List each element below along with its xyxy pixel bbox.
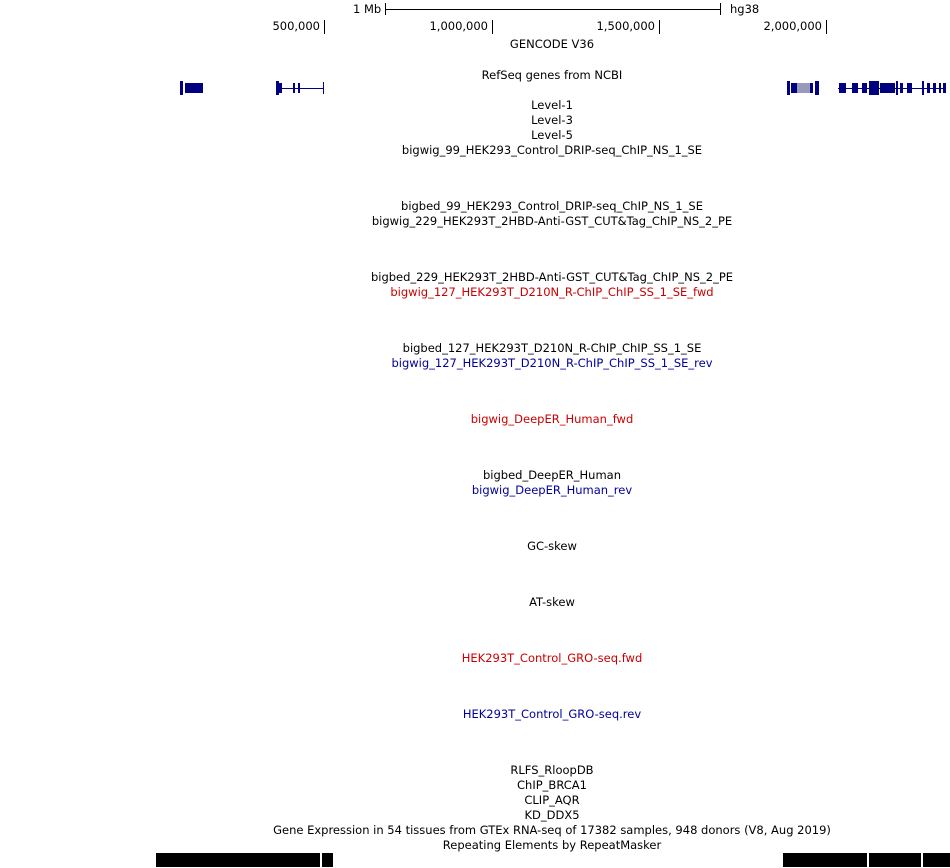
track-level-1[interactable]: Level-1: [531, 98, 573, 112]
tick-label-2000000: 2,000,000: [763, 19, 822, 33]
track-bigwig-229-cuttag[interactable]: bigwig_229_HEK293T_2HBD-Anti-GST_CUT&Tag…: [371, 214, 733, 228]
track-repeatmasker[interactable]: Repeating Elements by RepeatMasker: [442, 838, 662, 852]
track-clip-aqr[interactable]: CLIP_AQR: [524, 793, 580, 807]
gene-feature[interactable]: [185, 83, 203, 93]
assembly-label: hg38: [730, 2, 760, 16]
gene-feature[interactable]: [791, 83, 797, 93]
tick-label-1500000: 1,500,000: [596, 19, 655, 33]
gene-feature[interactable]: [939, 83, 941, 93]
track-gtex[interactable]: Gene Expression in 54 tissues from GTEx …: [273, 823, 831, 837]
gene-feature[interactable]: [927, 83, 930, 93]
tick-label-1000000: 1,000,000: [429, 19, 488, 33]
track-bigwig-deeper-fwd[interactable]: bigwig_DeepER_Human_fwd: [470, 412, 634, 426]
gene-feature[interactable]: [896, 81, 898, 95]
gene-feature[interactable]: [787, 81, 790, 95]
gene-feature[interactable]: [293, 83, 295, 93]
gene-feature[interactable]: [862, 83, 867, 93]
track-bigwig-127-rchip-fwd[interactable]: bigwig_127_HEK293T_D210N_R-ChIP_ChIP_SS_…: [390, 285, 714, 299]
gene-feature[interactable]: [880, 83, 895, 93]
track-groseq-fwd[interactable]: HEK293T_Control_GRO-seq.fwd: [461, 651, 643, 665]
gene-feature[interactable]: [900, 83, 903, 93]
tick-2000000: [826, 20, 827, 34]
scale-bar-right-cap: [720, 3, 721, 15]
track-bigwig-deeper-rev[interactable]: bigwig_DeepER_Human_rev: [471, 483, 633, 497]
track-bigwig-127-rchip-rev[interactable]: bigwig_127_HEK293T_D210N_R-ChIP_ChIP_SS_…: [391, 356, 713, 370]
gene-intron: [276, 88, 324, 89]
track-at-skew[interactable]: AT-skew: [529, 595, 575, 609]
gene-feature[interactable]: [815, 81, 819, 95]
gene-feature[interactable]: [323, 82, 324, 94]
track-chip-brca1[interactable]: ChIP_BRCA1: [517, 778, 587, 792]
gene-feature[interactable]: [180, 81, 183, 95]
track-gencode[interactable]: GENCODE V36: [509, 37, 595, 51]
track-level-3[interactable]: Level-3: [531, 113, 573, 127]
tick-label-500000: 500,000: [272, 19, 320, 33]
tick-1500000: [659, 20, 660, 34]
track-bigbed-99-drip[interactable]: bigbed_99_HEK293_Control_DRIP-seq_ChIP_N…: [401, 199, 703, 213]
repeat-block[interactable]: [783, 853, 867, 867]
gene-feature[interactable]: [943, 83, 946, 93]
gene-feature[interactable]: [839, 83, 846, 93]
tick-1000000: [492, 20, 493, 34]
track-bigwig-99-drip[interactable]: bigwig_99_HEK293_Control_DRIP-seq_ChIP_N…: [401, 143, 703, 157]
tick-500000: [324, 20, 325, 34]
track-refseq[interactable]: RefSeq genes from NCBI: [481, 68, 623, 82]
gene-feature[interactable]: [852, 83, 858, 93]
track-rlfs-rloopdb[interactable]: RLFS_RloopDB: [510, 763, 594, 777]
track-level-5[interactable]: Level-5: [531, 128, 573, 142]
track-groseq-rev[interactable]: HEK293T_Control_GRO-seq.rev: [462, 707, 642, 721]
gene-feature[interactable]: [907, 83, 912, 93]
repeat-block[interactable]: [923, 853, 950, 867]
scale-bar-line: [385, 9, 721, 10]
repeat-block[interactable]: [322, 853, 333, 867]
scale-label: 1 Mb: [353, 2, 382, 16]
gene-feature[interactable]: [922, 81, 924, 95]
track-bigbed-229-cuttag[interactable]: bigbed_229_HEK293T_2HBD-Anti-GST_CUT&Tag…: [370, 270, 734, 284]
track-gc-skew[interactable]: GC-skew: [527, 539, 577, 553]
repeat-block[interactable]: [156, 853, 320, 867]
gene-feature[interactable]: [810, 83, 813, 93]
gene-feature[interactable]: [933, 83, 936, 93]
gene-feature[interactable]: [298, 83, 300, 93]
track-kd-ddx5[interactable]: KD_DDX5: [524, 808, 580, 822]
track-bigbed-deeper[interactable]: bigbed_DeepER_Human: [482, 468, 621, 482]
repeat-block[interactable]: [869, 853, 921, 867]
gene-feature[interactable]: [797, 83, 810, 93]
gene-feature[interactable]: [869, 81, 879, 95]
track-bigbed-127-rchip[interactable]: bigbed_127_HEK293T_D210N_R-ChIP_ChIP_SS_…: [402, 341, 702, 355]
